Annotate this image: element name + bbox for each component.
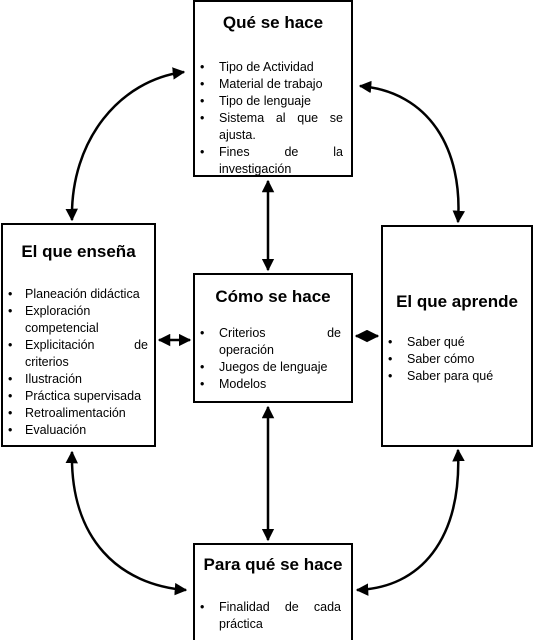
- box-title: El que aprende: [396, 292, 518, 311]
- list-item: Material de trabajo: [195, 76, 343, 93]
- list-item: Saber cómo: [383, 351, 525, 368]
- arrow-aprende-para: [355, 448, 465, 596]
- box-que-se-hace: Qué se hace Tipo de Actividad Material d…: [193, 0, 353, 177]
- list-item: Tipo de Actividad: [195, 59, 343, 76]
- box-para-que-se-hace: Para qué se hace Finalidad de cada práct…: [193, 543, 353, 640]
- list-item: Explicitación de criterios: [3, 337, 148, 371]
- item-list: Finalidad de cada práctica: [195, 599, 351, 633]
- list-item: Retroalimentación: [3, 405, 148, 422]
- list-item: Fines de la investigación: [195, 144, 343, 178]
- item-list: Criterios de operación Juegos de lenguaj…: [195, 325, 351, 393]
- item-list: Planeación didáctica Exploración compete…: [3, 286, 154, 439]
- list-item: Modelos: [195, 376, 341, 393]
- list-item: Saber qué: [383, 334, 525, 351]
- item-list: Saber qué Saber cómo Saber para qué: [383, 334, 531, 385]
- list-item: Criterios de operación: [195, 325, 341, 359]
- list-item: Finalidad de cada práctica: [195, 599, 341, 633]
- arrow-que-aprende: [358, 80, 466, 224]
- list-item: Ilustración: [3, 371, 148, 388]
- list-item: Juegos de lenguaje: [195, 359, 341, 376]
- list-item: Sistema al que se ajusta.: [195, 110, 343, 144]
- list-item: Exploración competencial: [3, 303, 148, 337]
- list-item: Planeación didáctica: [3, 286, 148, 303]
- box-title: El que enseña: [21, 242, 136, 261]
- box-title: Para qué se hace: [203, 555, 343, 574]
- box-el-que-aprende: El que aprende Saber qué Saber cómo Sabe…: [381, 225, 533, 447]
- list-item: Práctica supervisada: [3, 388, 148, 405]
- box-title: Cómo se hace: [215, 287, 331, 306]
- box-title: Qué se hace: [222, 13, 324, 32]
- item-list: Tipo de Actividad Material de trabajo Ti…: [195, 59, 351, 178]
- arrow-ensena-para: [65, 450, 188, 596]
- list-item: Tipo de lenguaje: [195, 93, 343, 110]
- list-item: Evaluación: [3, 422, 148, 439]
- arrow-que-ensena: [65, 67, 186, 222]
- box-como-se-hace: Cómo se hace Criterios de operación Jueg…: [193, 273, 353, 403]
- list-item: Saber para qué: [383, 368, 525, 385]
- box-el-que-ensena: El que enseña Planeación didáctica Explo…: [1, 223, 156, 447]
